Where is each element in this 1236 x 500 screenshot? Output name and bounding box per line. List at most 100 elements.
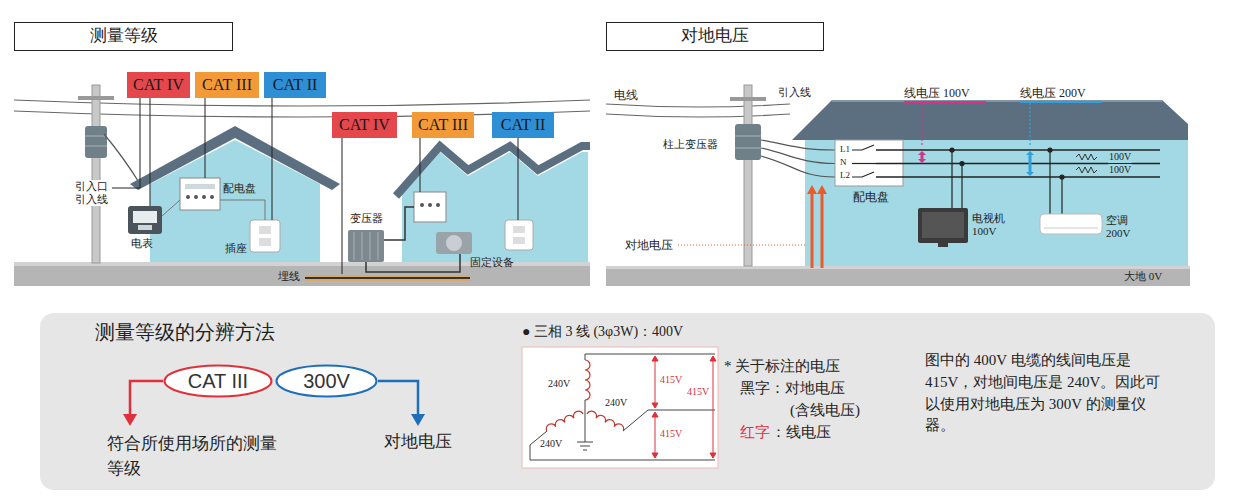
ground-symbol	[577, 442, 593, 443]
phase-wire	[585, 400, 586, 414]
category-arrow	[123, 381, 163, 426]
house-wall	[150, 140, 320, 262]
part-label: 变压器	[350, 212, 383, 225]
line-voltage-marker	[918, 151, 926, 155]
service-drop	[104, 134, 140, 184]
house-wall	[805, 136, 1188, 266]
part-label: 配电盘	[853, 190, 889, 204]
appliance-tap	[960, 162, 964, 166]
house-wall	[150, 140, 320, 262]
section-header: 测量等级	[14, 22, 233, 51]
voltage-label: 100V	[1108, 164, 1132, 176]
part-label: 柱上变压器	[663, 138, 718, 151]
dimension-line	[652, 356, 716, 458]
house-roof	[130, 126, 340, 190]
appliance-label: 空调 200V	[1106, 214, 1140, 240]
service-drop	[761, 156, 835, 177]
leader-line	[342, 138, 343, 274]
voltage-ellipse-outline	[277, 366, 377, 397]
appliance-tap	[1060, 175, 1064, 179]
fixed-equipment	[436, 232, 472, 254]
factory-roof	[396, 146, 590, 196]
distribution-panel	[185, 184, 215, 189]
air-conditioner	[1044, 228, 1098, 229]
voltage-value: 240V	[540, 438, 562, 450]
wire-name: N	[840, 157, 847, 168]
overhead-wire	[606, 104, 790, 107]
dimension-line	[652, 356, 658, 361]
earth-voltage-bar	[678, 245, 806, 246]
category-ellipse: CAT III	[163, 364, 273, 398]
category-tag: CAT III	[412, 112, 474, 138]
television	[918, 208, 968, 243]
part-label: 埋线	[278, 270, 300, 283]
transformer	[354, 232, 355, 260]
voltage-ellipse: 300V	[275, 364, 378, 398]
ground-strip	[606, 266, 1190, 286]
dimension-line	[710, 453, 716, 458]
dimension-line	[655, 413, 656, 457]
info-panel-text: 测量等级的分辨方法	[95, 320, 275, 344]
earth-voltage-bar	[678, 185, 827, 268]
section-header: 对地电压	[606, 22, 824, 51]
utility-pole	[744, 85, 752, 266]
television	[918, 208, 968, 247]
distribution-panel	[180, 178, 220, 210]
wall-socket	[505, 220, 533, 250]
distribution-panel	[428, 203, 432, 207]
voltage-value: 240V	[548, 378, 570, 390]
section-header-text: 对地电压	[681, 26, 749, 46]
service-drop	[761, 140, 835, 177]
category-arrow	[130, 381, 163, 416]
part-label: 电线	[614, 88, 638, 102]
line-voltage-marker	[904, 102, 986, 163]
voltage-value: 415V	[660, 428, 682, 440]
wall-socket	[250, 220, 280, 252]
category-tag-text: CAT IV	[133, 75, 184, 94]
category-tag: CAT IV	[127, 72, 190, 98]
wall-socket	[250, 220, 280, 252]
dimension-line	[652, 453, 658, 458]
category-ellipse-text: CAT III	[188, 369, 248, 393]
ground-symbol	[583, 450, 587, 451]
category-tag-text: CAT II	[273, 75, 318, 94]
phase-wire	[623, 410, 715, 431]
leader-line	[272, 98, 273, 220]
line-voltage-marker	[1026, 172, 1034, 176]
appliance-tap	[951, 150, 952, 208]
voltage-value: 415V	[687, 386, 709, 398]
service-drop	[761, 140, 835, 150]
appliance-tap	[1049, 150, 1050, 214]
category-arrow	[123, 414, 137, 426]
ground-symbol	[580, 446, 590, 447]
dimension-line	[652, 403, 658, 408]
explanation-text: 符合所使用场所的测量等级	[107, 432, 287, 481]
ground-strip	[606, 266, 1190, 286]
phase-wire	[585, 354, 715, 360]
wall-socket	[505, 220, 533, 250]
buried-cable	[305, 277, 470, 279]
line-voltage-marker	[1029, 155, 1032, 172]
house-roof	[792, 100, 1188, 140]
resistor-symbol	[1076, 154, 1097, 173]
voltage-label: 对地电压	[625, 238, 673, 252]
diagram-heading: ● 三相 3 线 (3φ3W)：400V	[522, 324, 683, 341]
transformer	[362, 232, 363, 260]
voltage-arrow	[411, 414, 425, 426]
phase-coil	[545, 409, 583, 430]
earth-voltage-bar	[807, 185, 817, 194]
voltage-arrow	[378, 381, 425, 426]
factory-roof	[396, 146, 590, 196]
distribution-panel	[436, 203, 440, 207]
house-roof	[130, 126, 340, 190]
air-conditioner	[1040, 214, 1102, 234]
distribution-panel	[420, 203, 424, 207]
utility-pole	[78, 96, 114, 100]
distribution-panel	[414, 192, 446, 222]
note-paragraph: 图中的 400V 电缆的线间电压是 415V，对地间电压是 240V。因此可以使…	[925, 350, 1175, 437]
indoor-wire	[876, 150, 1160, 177]
resistor-symbol	[1076, 154, 1097, 160]
phase-coil	[585, 360, 590, 400]
